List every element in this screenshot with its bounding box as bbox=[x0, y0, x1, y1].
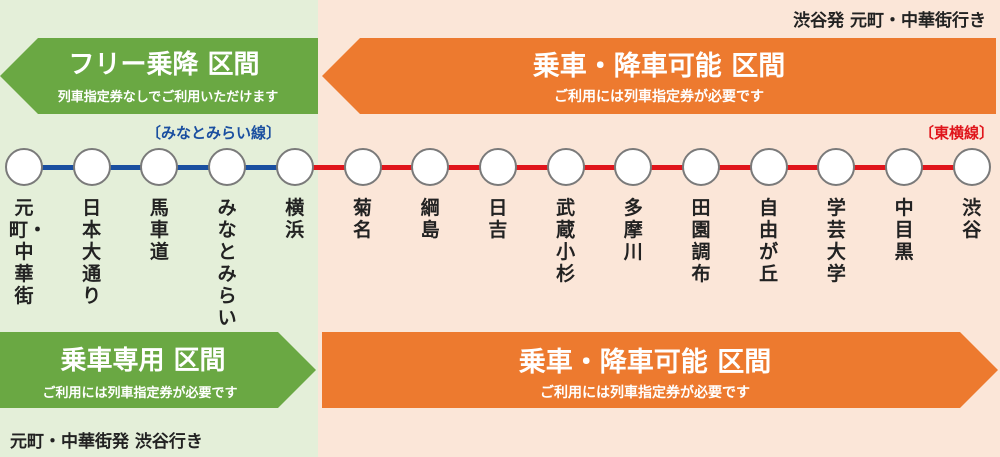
station-name: 渋谷 bbox=[962, 197, 982, 241]
station-name: 元町・中華街 bbox=[9, 197, 48, 307]
station-name: 多摩川 bbox=[623, 197, 643, 263]
station-name: 中目黒 bbox=[894, 197, 914, 263]
boarding-only-subtitle: ご利用には列車指定券が必要です bbox=[42, 386, 238, 401]
boarding-alighting-title-bottom: 乗車・降車可能 区間 bbox=[518, 347, 772, 378]
station-name: 菊名 bbox=[352, 197, 372, 241]
station-marker bbox=[5, 148, 43, 186]
left-arrow-shape bbox=[0, 38, 318, 114]
station-name: 日吉 bbox=[488, 197, 508, 241]
right-arrow-shape bbox=[322, 332, 998, 408]
boarding-alighting-arrow-top: 乗車・降車可能 区間 ご利用には列車指定券が必要です bbox=[322, 38, 996, 114]
station-name: 馬車道 bbox=[149, 197, 169, 263]
minatomirai-line-label: 〔みなとみらい線〕 bbox=[146, 124, 282, 142]
station-marker bbox=[952, 148, 991, 186]
direction-top-label: 渋谷発 元町・中華街行き bbox=[793, 11, 986, 31]
right-arrow-shape bbox=[0, 332, 316, 408]
station-name: 田園調布 bbox=[691, 197, 711, 285]
free-section-title: フリー乗降 区間 bbox=[68, 50, 260, 80]
station-marker bbox=[682, 148, 720, 186]
free-section-subtitle: 列車指定券なしでご利用いただけます bbox=[57, 90, 279, 105]
boarding-alighting-arrow-bottom: 乗車・降車可能 区間 ご利用には列車指定券が必要です bbox=[322, 332, 998, 408]
boarding-alighting-subtitle-bottom: ご利用には列車指定券が必要です bbox=[540, 385, 750, 401]
station-name: 綱島 bbox=[420, 197, 440, 241]
station-marker bbox=[817, 148, 856, 186]
free-section-arrow: フリー乗降 区間 列車指定券なしでご利用いただけます bbox=[0, 38, 318, 114]
station-marker bbox=[614, 148, 653, 186]
station-marker bbox=[275, 148, 314, 186]
station-marker bbox=[546, 148, 585, 186]
station-marker bbox=[478, 148, 517, 186]
station-marker bbox=[140, 148, 179, 186]
station-name: みなとみらい bbox=[217, 197, 237, 329]
boarding-alighting-title-top: 乗車・降車可能 区間 bbox=[532, 51, 786, 82]
station-name: 横浜 bbox=[285, 197, 305, 241]
station-marker bbox=[72, 148, 111, 186]
boarding-only-arrow: 乗車専用 区間 ご利用には列車指定券が必要です bbox=[0, 332, 316, 408]
boarding-alighting-subtitle-top: ご利用には列車指定券が必要です bbox=[554, 89, 764, 105]
station-name: 学芸大学 bbox=[826, 197, 846, 285]
boarding-only-title: 乗車専用 区間 bbox=[60, 346, 226, 376]
station-marker bbox=[885, 148, 924, 186]
station-marker bbox=[343, 148, 382, 186]
station-name: 自由が丘 bbox=[759, 197, 779, 285]
station-name: 武蔵小杉 bbox=[556, 197, 576, 285]
station-marker bbox=[208, 148, 247, 186]
toyoko-line-label: 〔東横線〕 bbox=[918, 124, 994, 142]
station-marker bbox=[411, 148, 450, 186]
station-marker bbox=[749, 148, 788, 186]
station-name: 日本大通り bbox=[82, 197, 102, 307]
left-arrow-shape bbox=[322, 38, 996, 114]
direction-bottom-label: 元町・中華街発 渋谷行き bbox=[10, 432, 203, 452]
